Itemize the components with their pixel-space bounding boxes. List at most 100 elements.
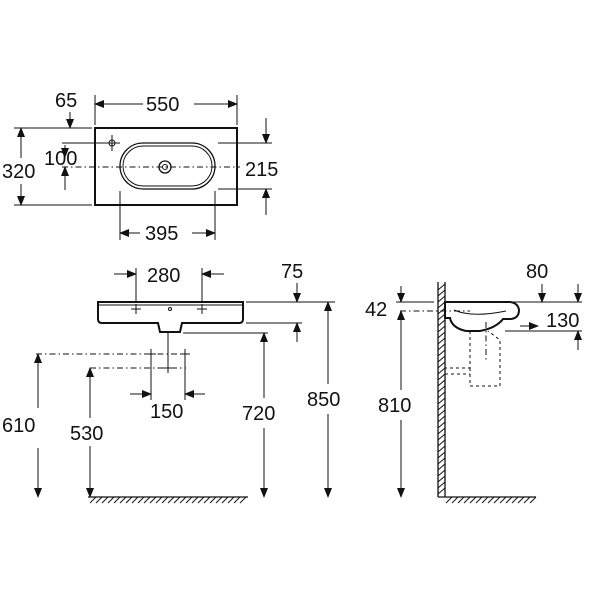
hatch-line: [437, 397, 446, 405]
dim-610: 610: [2, 415, 35, 437]
hatch-line: [185, 496, 193, 504]
dim-530: 530: [70, 423, 103, 445]
hatch-line: [125, 496, 133, 504]
wall: [437, 282, 446, 497]
hatch-line: [511, 496, 519, 504]
hatch-line: [149, 496, 157, 504]
hatch-line: [437, 391, 446, 399]
hatch-line: [437, 325, 446, 333]
hatch-line: [101, 496, 109, 504]
hatch-line: [437, 319, 446, 327]
hatch-line: [463, 496, 471, 504]
dim-65: 65: [55, 90, 77, 112]
hatch-line: [197, 496, 205, 504]
dim-395: 395: [145, 223, 178, 245]
hatch-line: [481, 496, 489, 504]
hatch-line: [437, 385, 446, 393]
hatch-line: [221, 496, 229, 504]
hatch-line: [529, 496, 537, 504]
hatch-line: [505, 496, 513, 504]
hatch-line: [437, 403, 446, 411]
dim-130: 130: [546, 310, 579, 332]
tap-hole-front-right: [197, 304, 207, 314]
hatch-line: [487, 496, 495, 504]
basin-profile-side: [444, 301, 521, 332]
hatch-line: [437, 295, 446, 303]
hatch-line: [131, 496, 139, 504]
hatch-line: [215, 496, 223, 504]
dim-320: 320: [2, 161, 35, 183]
dim-80: 80: [526, 261, 548, 283]
hatch-line: [437, 301, 446, 309]
hatch-line: [517, 496, 525, 504]
hatch-line: [437, 337, 446, 345]
hatch-line: [437, 343, 446, 351]
bowl-inner-top: [122, 145, 213, 187]
hatch-line: [451, 496, 459, 504]
hatch-line: [445, 496, 453, 504]
dim-75: 75: [281, 261, 303, 283]
top-view: 550 65 320 100 215 395: [2, 90, 278, 245]
hatch-line: [437, 367, 446, 375]
hatch-line: [493, 496, 501, 504]
connection-right: [180, 349, 190, 359]
hatch-line: [95, 496, 103, 504]
basin-outline-front: [97, 301, 244, 333]
hatch-line: [437, 355, 446, 363]
hatch-line: [437, 439, 446, 447]
dim-720: 720: [242, 403, 275, 425]
hatch-line: [239, 496, 247, 504]
hatch-line: [173, 496, 181, 504]
hatch-line: [437, 415, 446, 423]
dim-550: 550: [146, 94, 179, 116]
hatch-line: [437, 361, 446, 369]
floor-front: [88, 496, 248, 504]
hatch-line: [437, 451, 446, 459]
hatch-line: [437, 487, 446, 495]
tap-hole-front-left: [131, 304, 141, 314]
hatch-line: [437, 475, 446, 483]
dim-215: 215: [245, 159, 278, 181]
dim-42: 42: [365, 299, 387, 321]
hatch-line: [113, 496, 121, 504]
dim-100: 100: [44, 148, 77, 170]
hatch-line: [167, 496, 175, 504]
hatch-line: [437, 283, 446, 291]
hatch-line: [437, 289, 446, 297]
hatch-line: [475, 496, 483, 504]
side-view: 42 810 80 130: [365, 261, 582, 504]
hatch-line: [179, 496, 187, 504]
hatch-line: [437, 421, 446, 429]
hatch-line: [119, 496, 127, 504]
hatch-line: [227, 496, 235, 504]
hatch-line: [437, 445, 446, 453]
dim-150: 150: [150, 401, 183, 423]
hatch-line: [107, 496, 115, 504]
hatch-line: [437, 373, 446, 381]
hatch-line: [437, 469, 446, 477]
hatch-line: [437, 379, 446, 387]
hatch-line: [457, 496, 465, 504]
hatch-line: [161, 496, 169, 504]
hatch-line: [437, 463, 446, 471]
hatch-line: [437, 427, 446, 435]
hatch-line: [191, 496, 199, 504]
dim-850: 850: [307, 389, 340, 411]
connection-left: [146, 349, 156, 359]
hatch-line: [437, 313, 446, 321]
hatch-line: [469, 496, 477, 504]
hatch-line: [437, 331, 446, 339]
dim-810: 810: [378, 395, 411, 417]
hatch-line: [143, 496, 151, 504]
hatch-line: [209, 496, 217, 504]
hatch-line: [155, 496, 163, 504]
floor-side: [438, 496, 537, 504]
hatch-line: [437, 481, 446, 489]
hatch-line: [233, 496, 241, 504]
hatch-line: [137, 496, 145, 504]
hatch-line: [437, 349, 446, 357]
hatch-line: [203, 496, 211, 504]
hatch-line: [499, 496, 507, 504]
hatch-line: [89, 496, 97, 504]
